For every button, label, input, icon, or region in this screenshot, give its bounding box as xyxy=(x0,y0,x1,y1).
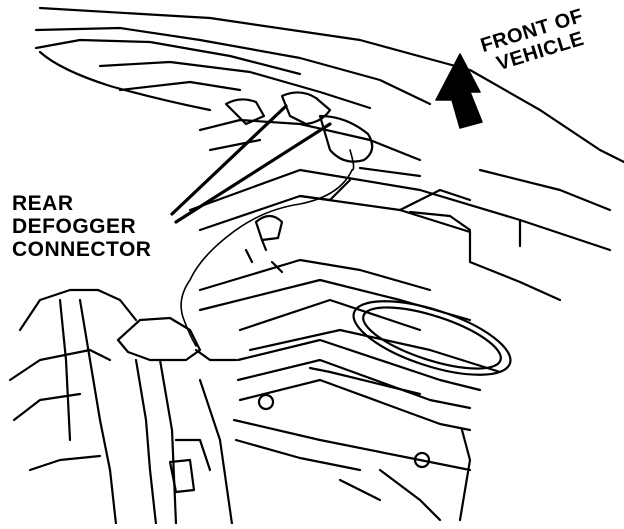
leader-line-lower xyxy=(174,122,332,224)
package-shelf xyxy=(188,168,612,252)
left-pillar xyxy=(18,288,138,332)
lower-rail xyxy=(236,338,482,392)
hinge-bracket xyxy=(224,98,266,126)
rear-glass-inner xyxy=(34,26,432,106)
roof-outline xyxy=(38,6,624,164)
label-line-connector: CONNECTOR xyxy=(12,238,152,261)
leader-line-upper xyxy=(170,104,288,216)
fastener-right xyxy=(413,451,431,469)
label-line-defogger: DEFOGGER xyxy=(12,215,137,238)
connector-body xyxy=(254,214,284,242)
defogger-wire xyxy=(180,169,353,347)
latch-box xyxy=(168,458,196,494)
label-line-rear: REAR xyxy=(12,192,74,215)
fastener-left xyxy=(257,393,275,411)
seat-back-trim xyxy=(198,258,432,292)
rear-defogger-connector-label: REAR DEFOGGER CONNECTOR xyxy=(12,192,151,261)
arrow-up-left-icon xyxy=(435,53,483,129)
speaker-grille xyxy=(352,300,512,376)
